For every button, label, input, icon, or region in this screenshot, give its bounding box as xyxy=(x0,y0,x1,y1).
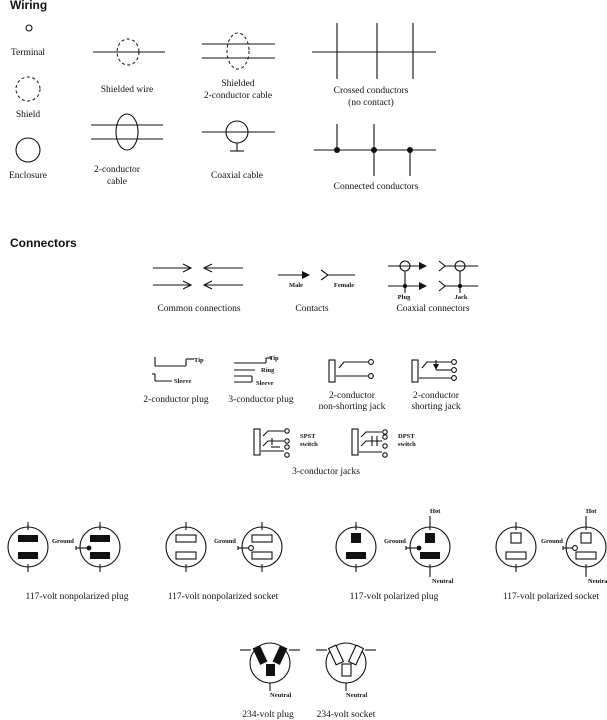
p-socket-hot-label: Hot xyxy=(586,508,597,515)
np-socket-ground-label: Ground xyxy=(214,538,236,545)
non-shorting-jack-label-1: 2-conductor xyxy=(329,391,376,401)
socket-234-symbol xyxy=(316,642,376,691)
wiring-heading: Wiring xyxy=(10,0,47,12)
socket-234-label: 234-volt socket xyxy=(317,710,376,720)
shorting-jack-label-1: 2-conductor xyxy=(413,391,460,401)
plug-234-neutral-label: Neutral xyxy=(270,692,291,699)
dpst-label-1: DPST xyxy=(398,433,415,440)
shielded-wire-symbol xyxy=(93,38,165,66)
crossed-conductors-label-2: (no contact) xyxy=(348,97,394,108)
nonpolarized-socket-symbol xyxy=(165,522,283,572)
contacts-symbol xyxy=(278,269,355,281)
p-socket-neutral-label: Neutral xyxy=(588,578,607,585)
shield-label: Shield xyxy=(16,110,41,120)
plug3-sleeve-label: Sleeve xyxy=(256,380,273,387)
shielded-cable-symbol xyxy=(202,32,275,70)
plug-234-symbol xyxy=(240,642,300,691)
terminal-label: Terminal xyxy=(11,48,46,58)
p-plug-neutral-label: Neutral xyxy=(432,578,453,585)
contacts-label: Contacts xyxy=(295,304,329,314)
crossed-conductors-label-1: Crossed conductors xyxy=(334,86,409,96)
spst-label-2: switch xyxy=(300,441,318,448)
shielded-cable-label-1: Shielded xyxy=(221,79,254,89)
non-shorting-jack-label-2: non-shorting jack xyxy=(319,402,386,412)
shield-symbol xyxy=(15,76,41,102)
spst-jack-symbol xyxy=(253,428,290,458)
two-conductor-cable-label-1: 2-conductor xyxy=(94,165,141,175)
coaxial-cable-label: Coaxial cable xyxy=(211,171,263,181)
plug-234-label: 234-volt plug xyxy=(242,710,294,720)
two-conductor-cable-symbol xyxy=(91,113,163,151)
coaxial-cable-symbol xyxy=(202,120,275,152)
connectors-heading: Connectors xyxy=(10,236,77,250)
female-label: Female xyxy=(334,282,354,289)
enclosure-symbol xyxy=(15,137,41,163)
dpst-jack-symbol xyxy=(351,428,388,458)
crossed-conductors-symbol xyxy=(312,23,436,79)
two-conductor-plug-symbol xyxy=(152,357,194,382)
two-conductor-cable-label-2: cable xyxy=(107,177,127,187)
polarized-plug-symbol xyxy=(335,516,451,577)
p-plug-ground-label: Ground xyxy=(384,538,406,545)
coax-plug-label: Plug xyxy=(398,294,411,301)
three-conductor-plug-symbol xyxy=(234,357,272,383)
two-conductor-plug-label: 2-conductor plug xyxy=(143,395,208,405)
shielded-cable-label-2: 2-conductor cable xyxy=(204,91,272,101)
spst-label-1: SPST xyxy=(300,433,316,440)
shorting-jack-symbol xyxy=(411,359,457,383)
common-connections-label: Common connections xyxy=(157,304,240,314)
plug3-ring-label: Ring xyxy=(261,367,275,374)
enclosure-label: Enclosure xyxy=(9,171,47,181)
p-socket-ground-label: Ground xyxy=(541,538,563,545)
plug2-sleeve-label: Sleeve xyxy=(174,378,191,385)
shorting-jack-label-2: shorting jack xyxy=(411,402,461,412)
np-plug-ground-label: Ground xyxy=(52,538,74,545)
male-label: Male xyxy=(289,282,303,289)
dpst-label-2: switch xyxy=(398,441,416,448)
nonpolarized-plug-symbol xyxy=(7,522,121,572)
connected-conductors-label: Connected conductors xyxy=(334,182,419,192)
connected-conductors-symbol xyxy=(314,124,436,176)
p-plug-label: 117-volt polarized plug xyxy=(350,592,439,602)
coaxial-connectors-label: Coaxial connectors xyxy=(396,304,469,314)
coax-jack-label: Jack xyxy=(455,294,468,301)
np-socket-label: 117-volt nonpolarized socket xyxy=(168,592,279,602)
common-connections-symbol xyxy=(153,263,243,290)
polarized-socket-symbol xyxy=(495,516,607,577)
three-conductor-jacks-label: 3-conductor jacks xyxy=(292,467,360,477)
three-conductor-plug-label: 3-conductor plug xyxy=(228,395,293,405)
non-shorting-jack-symbol xyxy=(328,359,374,383)
np-plug-label: 117-volt nonpolarized plug xyxy=(25,592,128,602)
plug3-tip-label: Tip xyxy=(269,355,279,362)
socket-234-neutral-label: Neutral xyxy=(346,692,367,699)
terminal-symbol xyxy=(25,24,33,32)
p-plug-hot-label: Hot xyxy=(430,508,441,515)
plug2-tip-label: Tip xyxy=(194,357,204,364)
coaxial-connectors-symbol xyxy=(388,260,478,293)
shielded-wire-label: Shielded wire xyxy=(101,85,154,95)
p-socket-label: 117-volt polarized socket xyxy=(503,592,600,602)
